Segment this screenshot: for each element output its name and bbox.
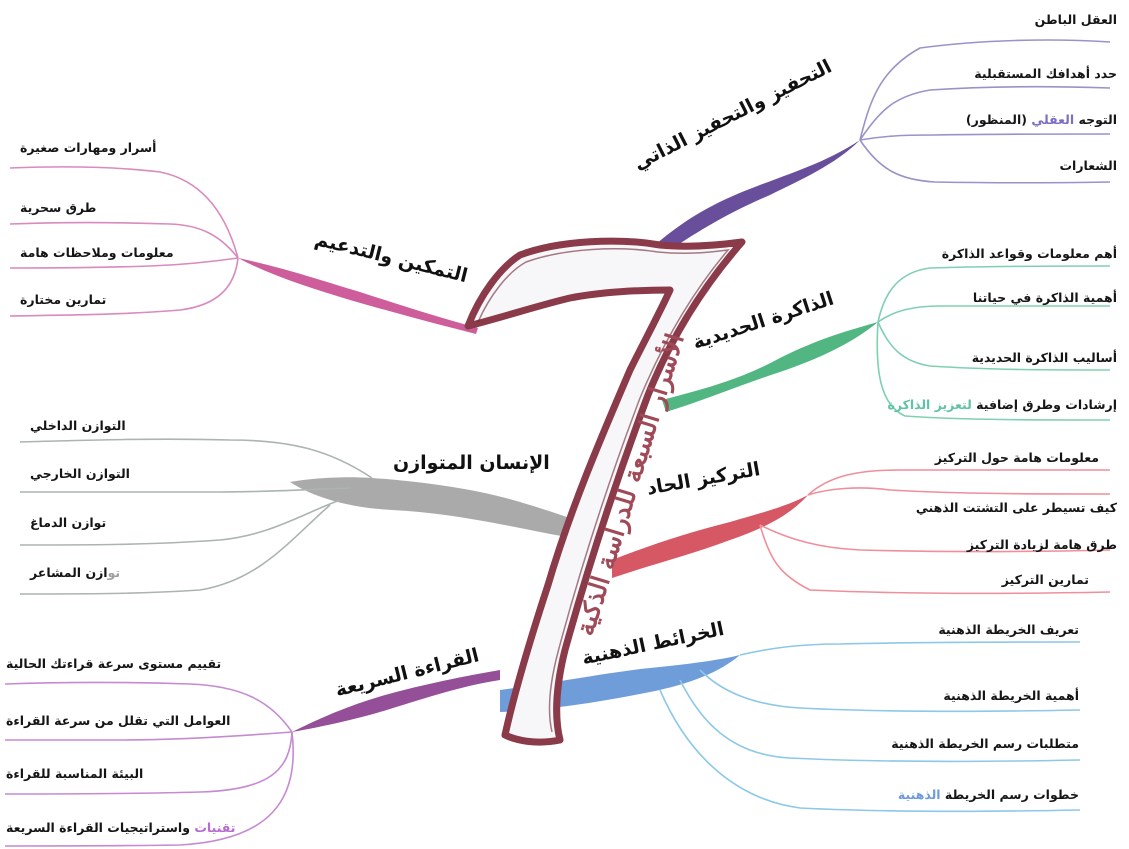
speed-reading-item: البيئة المناسبة للقراءة bbox=[6, 766, 144, 781]
balance-item: توازن المشاعر bbox=[30, 565, 121, 580]
empowerment-item: أسرار ومهارات صغيرة bbox=[20, 140, 157, 155]
memory-item: أهم معلومات وقواعد الذاكرة bbox=[941, 246, 1117, 261]
speed-reading-leaf-connectors bbox=[4, 681, 294, 847]
mindmaps-item: تعريف الخريطة الذهنية bbox=[938, 622, 1079, 637]
focus-item: طرق هامة لزيادة التركيز bbox=[966, 537, 1117, 552]
memory-leaf-connectors bbox=[876, 265, 1111, 421]
memory-item: أساليب الذاكرة الحديدية bbox=[971, 350, 1117, 365]
focus-branch-ribbon bbox=[612, 495, 808, 578]
motivation-branch-ribbon bbox=[655, 140, 860, 250]
memory-item: إرشادات وطرق إضافية لتعزيز الذاكرة bbox=[887, 397, 1117, 412]
motivation-leaf-connectors bbox=[859, 39, 1111, 184]
balance-item: توازن الدماغ bbox=[30, 515, 107, 530]
motivation-item: العقل الباطن bbox=[1034, 12, 1117, 27]
motivation-item: حدد أهدافك المستقبلية bbox=[974, 66, 1117, 81]
empowerment-item: معلومات وملاحظات هامة bbox=[20, 245, 174, 260]
speed-reading-item: العوامل التي تقلل من سرعة القراءة bbox=[6, 713, 231, 728]
balance-item: التوازن الداخلي bbox=[30, 418, 126, 433]
memory-item: أهمية الذاكرة في حياتنا bbox=[972, 290, 1117, 305]
empowerment-item: طرق سحرية bbox=[20, 200, 97, 215]
balance-branch-ribbon bbox=[290, 477, 600, 542]
motivation-item: التوجه العقلي (المنظور) bbox=[965, 112, 1117, 127]
speed-reading-item: تقنيات واستراتيجيات القراءة السريعة bbox=[6, 820, 236, 835]
empowerment-item: تمارين مختارة bbox=[20, 292, 107, 307]
empowerment-leaf-connectors bbox=[9, 166, 239, 317]
mindmaps-leaf-connectors bbox=[659, 641, 1081, 813]
focus-item: كيف تسيطر على التشتت الذهني bbox=[915, 500, 1117, 515]
mindmaps-item: متطلبات رسم الخريطة الذهنية bbox=[891, 736, 1079, 751]
motivation-item: الشعارات bbox=[1059, 158, 1118, 173]
empowerment-branch-ribbon bbox=[238, 258, 478, 334]
balance-branch-title: الإنسان المتوازن bbox=[393, 452, 550, 474]
mindmaps-item: خطوات رسم الخريطة الذهنية bbox=[897, 787, 1079, 802]
speed-reading-item: تقييم مستوى سرعة قراءتك الحالية bbox=[6, 656, 222, 671]
memory-branch-ribbon bbox=[662, 322, 878, 412]
speed-reading-branch-ribbon bbox=[292, 670, 500, 732]
center-seven-inner-outline bbox=[477, 248, 730, 733]
balance-item: التوازن الخارجي bbox=[30, 466, 130, 481]
focus-leaf-connectors bbox=[759, 469, 1111, 595]
balance-leaf-connectors bbox=[19, 438, 373, 595]
focus-item: معلومات هامة حول التركيز bbox=[934, 450, 1099, 465]
focus-item: تمارين التركيز bbox=[1001, 572, 1089, 587]
mindmaps-item: أهمية الخريطة الذهنية bbox=[943, 688, 1079, 703]
center-seven-shape bbox=[464, 237, 746, 746]
